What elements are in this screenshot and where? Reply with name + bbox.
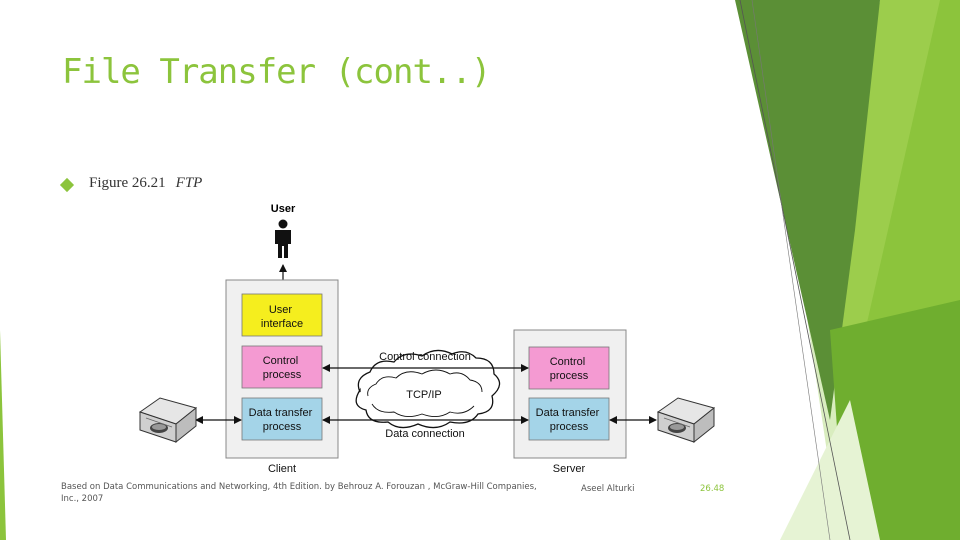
client-control-process-box: [241, 345, 323, 389]
client-label: Client: [268, 463, 296, 475]
client-disk-drive-icon: [138, 397, 198, 444]
caption-label: Figure 26.21: [89, 175, 166, 191]
user-person-icon: [275, 219, 291, 258]
svg-text:Data transfer process: Data transfer process: [249, 407, 316, 433]
client-dt-line1: Data transfer: [249, 407, 313, 419]
client-cp-line2: process: [263, 369, 302, 381]
user-label: User: [271, 203, 296, 215]
deco-shape-left-sliver: [0, 330, 6, 540]
caption-name: FTP: [175, 175, 203, 191]
client-dt-line2: process: [263, 421, 302, 433]
svg-text:Control process: Control process: [263, 355, 302, 381]
svg-text:User interface: User interface: [261, 304, 303, 330]
deco-shape-pale: [780, 400, 880, 540]
svg-text:Data transfer process: Data transfer process: [536, 407, 603, 433]
server-control-process-box: [528, 346, 610, 390]
client-user-interface-box: [241, 293, 323, 337]
client-ui-line1: User: [269, 304, 293, 316]
figure-caption: Figure 26.21 FTP: [89, 175, 202, 192]
server-dt-line2: process: [550, 421, 589, 433]
server-data-transfer-box: [528, 397, 610, 441]
footer-author: Aseel Alturki: [581, 484, 635, 494]
deco-line-1: [739, 0, 851, 540]
svg-text:Control process: Control process: [550, 356, 589, 382]
server-cp-line2: process: [550, 370, 589, 382]
server-label: Server: [553, 463, 586, 475]
footer-source: Based on Data Communications and Network…: [61, 482, 537, 504]
server-disk-drive-icon: [656, 397, 716, 444]
slide-title: File Transfer (cont..): [62, 52, 491, 92]
deco-line-2: [751, 0, 831, 540]
slide-number: 26.48: [700, 484, 725, 494]
deco-shape-dark: [735, 0, 880, 420]
control-connection-label: Control connection: [379, 351, 471, 363]
data-connection-label: Data connection: [385, 428, 465, 440]
client-ui-line2: interface: [261, 318, 303, 330]
client-cp-line1: Control: [263, 355, 298, 367]
tcpip-label: TCP/IP: [406, 389, 441, 401]
server-cp-line1: Control: [550, 356, 585, 368]
server-dt-line1: Data transfer: [536, 407, 600, 419]
client-data-transfer-box: [241, 397, 323, 441]
